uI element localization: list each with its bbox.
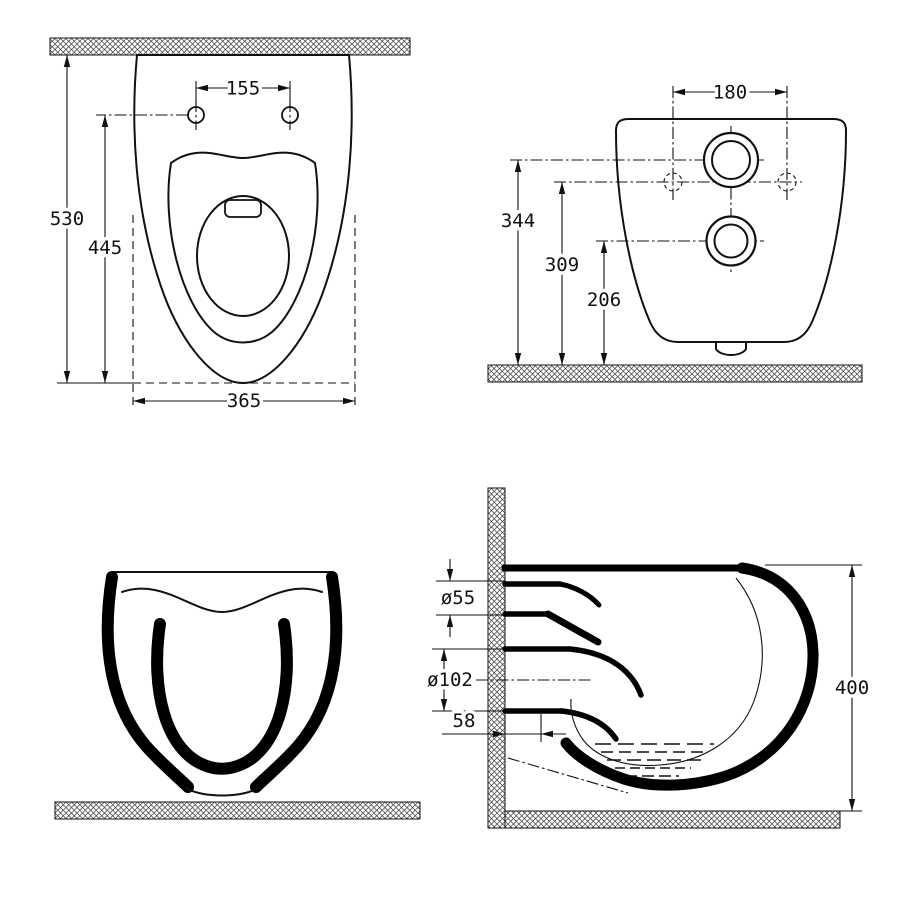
dim-o55: ø55 [437, 559, 479, 637]
outer-shell [560, 562, 819, 791]
shell-left [101, 571, 194, 793]
dim-206-label: 206 [587, 289, 621, 311]
dim-365: 365 [132, 215, 356, 416]
floor-strip [504, 810, 841, 829]
dim-309-label: 309 [545, 254, 579, 276]
flush-channel [544, 610, 602, 646]
trap-lower [559, 708, 619, 742]
dim-155: 155 [195, 74, 291, 106]
dim-530: 530 [46, 55, 133, 384]
fixing-holes-front [663, 172, 797, 192]
dim-530-label: 530 [50, 208, 84, 230]
dim-365-label: 365 [227, 390, 261, 412]
trap-upper [567, 646, 644, 698]
dim-o55-label: ø55 [441, 587, 475, 609]
water-lines [595, 743, 714, 777]
front-cross-section [54, 571, 421, 820]
trap-bottom [185, 787, 259, 797]
bowl-section [151, 618, 293, 775]
dim-180-label: 180 [713, 82, 747, 104]
dim-344-label: 344 [501, 210, 535, 232]
mount-tab [715, 341, 747, 356]
rim-jet [224, 199, 262, 218]
front-view: 180 344 309 206 [487, 78, 863, 383]
dim-309: 309 [541, 182, 583, 365]
outlet-hole [705, 215, 757, 267]
inlet-hole [702, 131, 760, 189]
dim-445-label: 445 [88, 237, 122, 259]
fixing-hole-left [663, 172, 683, 192]
dim-o102-label: ø102 [427, 669, 473, 691]
dim-206: 206 [583, 241, 625, 365]
seat-profile [121, 587, 323, 614]
drain-axis [507, 757, 629, 794]
dim-180: 180 [673, 78, 787, 107]
section-front-shape [101, 571, 343, 797]
wall-strip [49, 37, 411, 56]
dim-445: 445 [84, 114, 188, 383]
floor-strip [487, 364, 863, 383]
dim-o102: ø102 [424, 649, 476, 711]
bowl-inner [570, 577, 763, 767]
dim-155-label: 155 [226, 78, 260, 100]
dim-400-label: 400 [835, 677, 869, 699]
toilet-plan-outline [133, 54, 353, 385]
floor-strip [54, 801, 421, 820]
dim-58: 58 [442, 707, 566, 738]
bowl-opening [196, 195, 290, 317]
top-view: 155 530 445 365 [46, 37, 411, 416]
dim-344: 344 [497, 160, 539, 365]
seat-hinge-curve [170, 151, 316, 164]
shell-right [250, 571, 343, 793]
dim-58-label: 58 [453, 710, 476, 732]
fixing-hole-right [777, 172, 797, 192]
side-cross-section: ø55 ø102 58 400 [424, 487, 873, 829]
section-side-shape [476, 562, 819, 794]
dim-400: 400 [831, 565, 873, 811]
wall-strip [487, 487, 506, 829]
seat-ring [167, 162, 319, 344]
